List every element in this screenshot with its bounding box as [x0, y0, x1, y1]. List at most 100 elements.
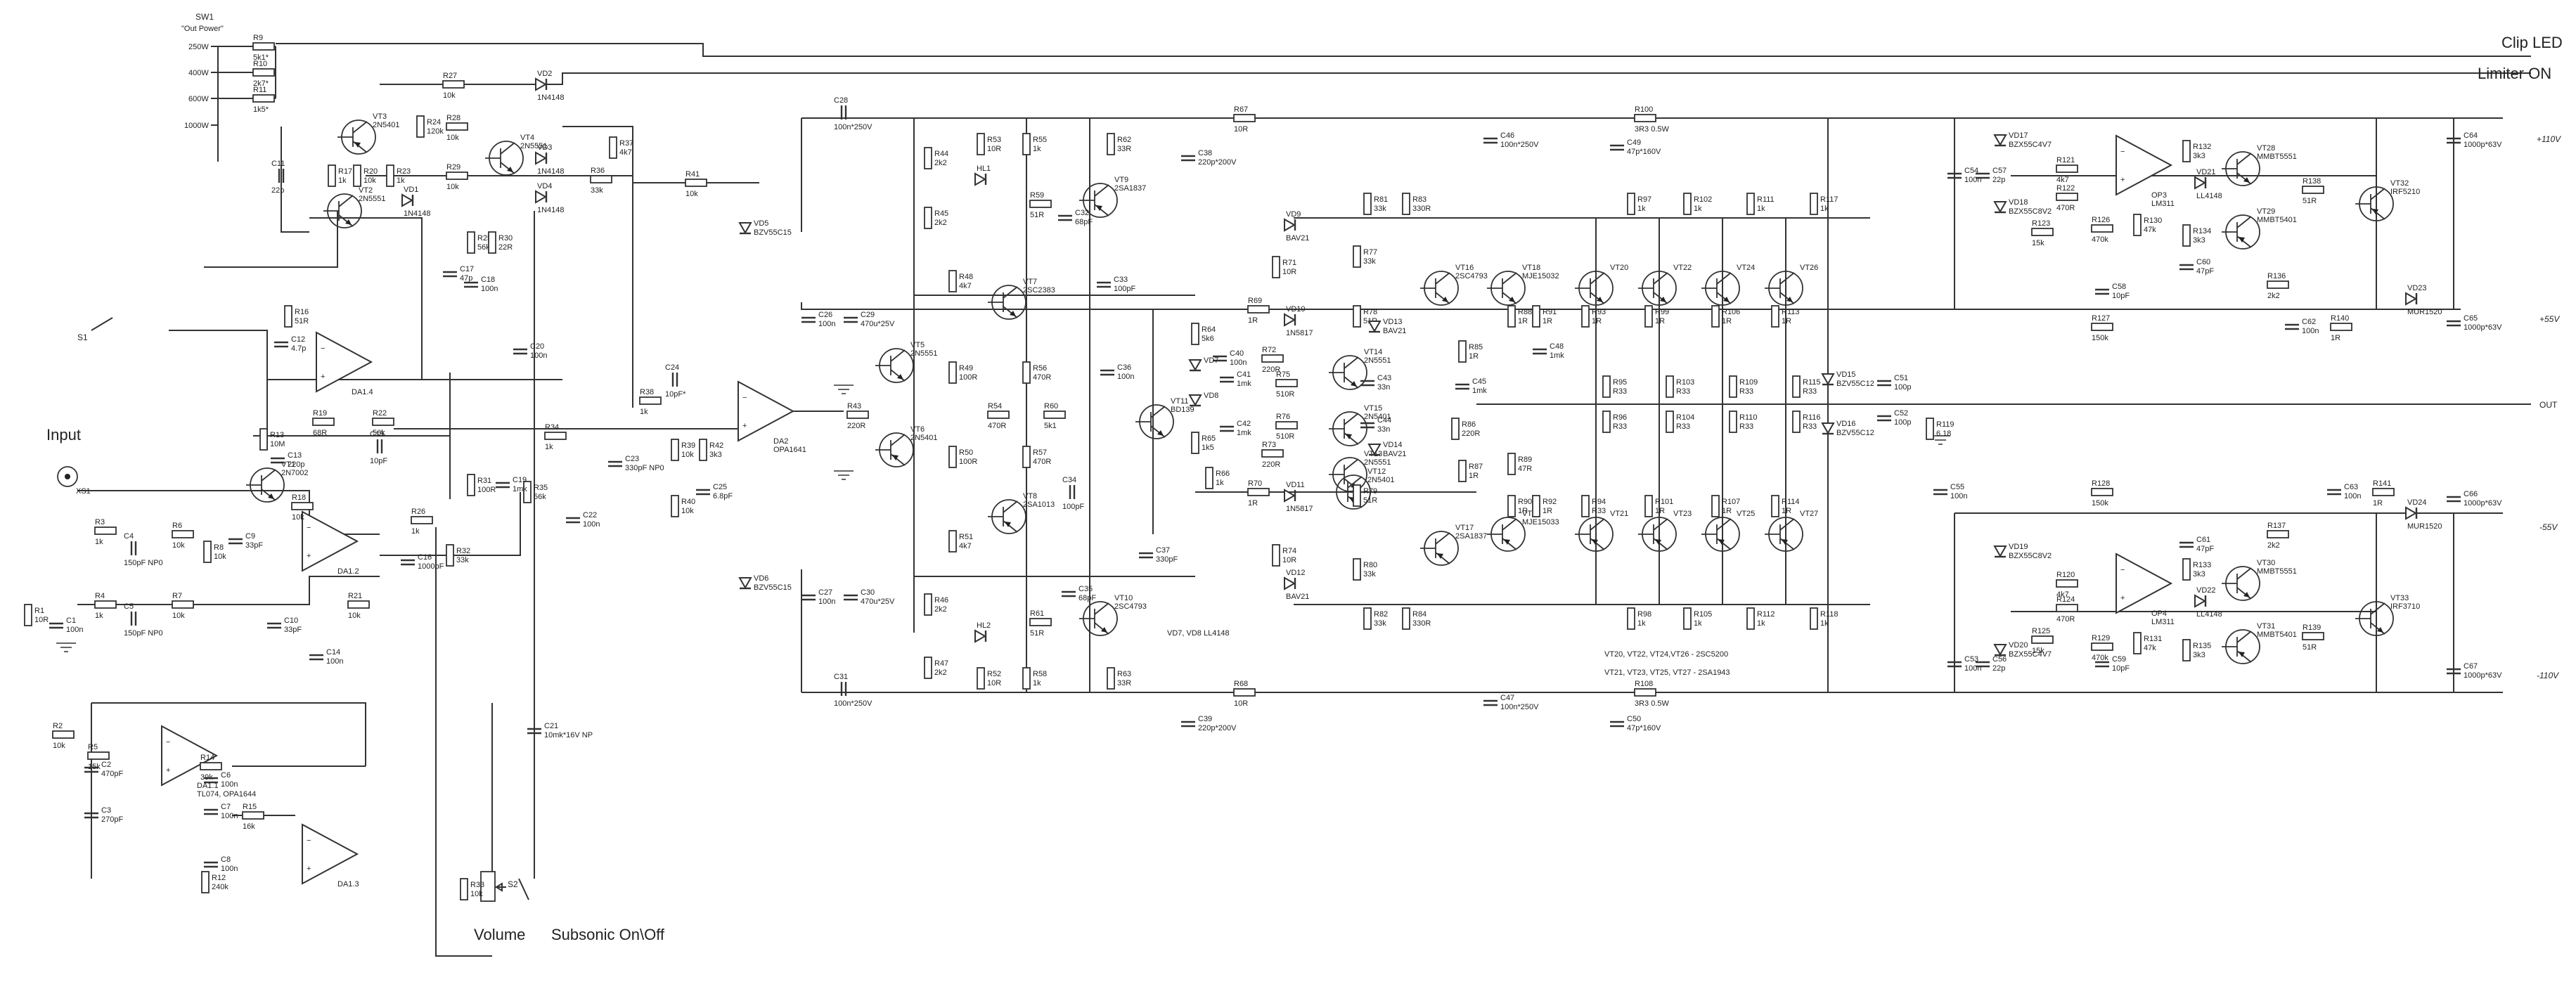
resistor-ref: R49	[959, 364, 973, 373]
resistor-value: 1k	[1033, 679, 1041, 687]
resistor-ref: R102	[1694, 195, 1712, 204]
sw1-option-2[interactable]: 400W	[188, 69, 209, 77]
capacitor-value: 22p	[1992, 176, 2005, 184]
resistor-ref: R9	[253, 34, 263, 42]
sw1-switch[interactable]: SW1 "Out Power" 250W 400W 600W 1000W	[181, 12, 276, 162]
resistor-value: 10k	[363, 176, 376, 185]
resistor-value: 3k3	[2193, 651, 2205, 659]
sw1-option-3[interactable]: 600W	[188, 95, 209, 103]
capacitor-value: 100n	[583, 520, 600, 529]
diode-ref: VD18	[2009, 198, 2028, 207]
capacitor-ref: C38	[1198, 149, 1212, 157]
resistor-ref: R26	[411, 508, 425, 516]
capacitor-value: 220p*200V	[1198, 724, 1237, 732]
transistor-part: MMBT5551	[2257, 567, 2297, 576]
resistor-ref: R94	[1592, 498, 1606, 506]
transistor-ref: VT10	[1114, 594, 1133, 602]
capacitor-ref: C41	[1237, 370, 1251, 379]
sw1-option-1[interactable]: 250W	[188, 43, 209, 51]
volume-potentiometer[interactable]	[480, 871, 506, 902]
resistor-ref: R73	[1262, 441, 1276, 449]
opamp-ref: DA2	[773, 437, 788, 446]
resistor-ref: R1	[34, 607, 44, 615]
diode-ref: VD7	[1204, 356, 1218, 365]
capacitor-ref: C13	[288, 451, 302, 460]
transistor-part: 2SC2383	[1023, 286, 1055, 295]
resistor-ref: R125	[2032, 627, 2050, 635]
opamp-da1-4: −+DA1.4	[316, 331, 373, 396]
resistor-value: 220R	[1262, 460, 1280, 469]
note-pnp: VT21, VT23, VT25, VT27 - 2SA1943	[1604, 668, 1730, 677]
input-connector[interactable]	[57, 466, 78, 487]
diode-value: BAV21	[1383, 327, 1406, 335]
resistor-value: 2k2	[934, 219, 947, 227]
capacitor-ref: C31	[834, 673, 848, 681]
resistor-ref: R80	[1363, 561, 1377, 569]
resistor-ref: R2	[53, 722, 63, 730]
capacitor-ref: C67	[2464, 662, 2478, 671]
resistor-value: 1k	[545, 443, 553, 451]
capacitor-ref: C44	[1377, 416, 1391, 425]
transistor-ref: VT31	[2257, 622, 2275, 631]
resistor-value: 1k5*	[253, 105, 269, 114]
transistor-ref: VT11	[1171, 397, 1188, 406]
transistor-part: MMBT5551	[2257, 153, 2297, 161]
resistor-ref: R55	[1033, 136, 1047, 144]
capacitor-value: 470u*25V	[861, 320, 895, 328]
resistor-ref: R134	[2193, 227, 2211, 235]
s1-switch[interactable]	[91, 317, 113, 331]
resistor-value: 1R	[1248, 499, 1258, 508]
diode-ref: VD23	[2407, 284, 2427, 292]
capacitor-ref: C46	[1500, 131, 1514, 140]
input-label: Input	[46, 426, 81, 444]
resistor-value: 15k	[2032, 239, 2044, 247]
resistor-value: 33k	[1374, 205, 1386, 213]
capacitor-ref: C25	[713, 483, 727, 491]
transistor-part: 2SA1837	[1114, 184, 1146, 193]
resistor-ref: R95	[1613, 378, 1627, 387]
diode-value: BZX55C4V7	[2009, 141, 2052, 149]
resistor-value: 5k1*	[253, 53, 269, 62]
sw1-option-4[interactable]: 1000W	[184, 122, 209, 130]
capacitor-ref: C43	[1377, 374, 1391, 382]
capacitor-value: 470pF	[101, 770, 123, 778]
resistor-value: 22R	[498, 243, 513, 252]
resistor-ref: R63	[1117, 670, 1131, 678]
resistor-ref: R106	[1722, 308, 1740, 316]
capacitor-value: 100n*250V	[1500, 703, 1539, 711]
diode-value: LL4148	[2196, 610, 2222, 619]
resistor-ref: R42	[709, 441, 723, 450]
resistor-value: 470R	[2056, 204, 2075, 212]
resistor-value: R33	[1613, 387, 1627, 396]
transistor-part: MMBT5401	[2257, 631, 2297, 639]
s2-switch[interactable]	[518, 878, 529, 900]
resistor-value: 10k	[172, 541, 185, 550]
resistor-ref: R4	[95, 592, 105, 600]
capacitor-value: 100pF	[1114, 285, 1135, 293]
